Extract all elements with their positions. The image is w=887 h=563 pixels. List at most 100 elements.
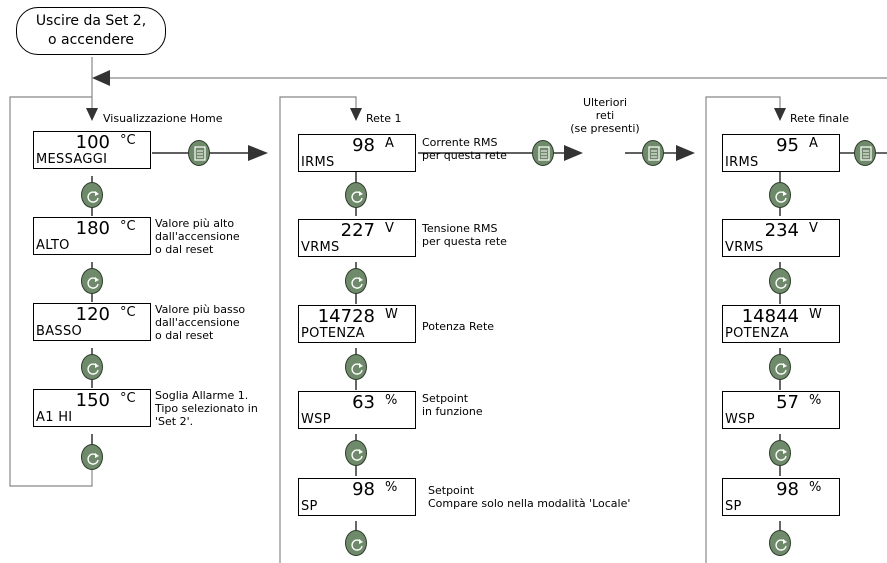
page-button[interactable]: [532, 140, 554, 166]
display-value: 14844: [741, 306, 799, 327]
display-home-messaggi: 100 °C MESSAGGI: [33, 131, 151, 169]
display-basso: 120 °C BASSO: [33, 303, 151, 341]
display-unit: °C: [120, 305, 136, 320]
scroll-button[interactable]: [769, 530, 791, 556]
display-unit: %: [385, 393, 398, 408]
note-potenza: Potenza Rete: [422, 320, 494, 333]
scroll-button[interactable]: [345, 440, 367, 466]
scroll-icon: [87, 453, 99, 465]
scroll-button[interactable]: [345, 268, 367, 294]
note-line: Compare solo nella modalità 'Locale': [428, 497, 631, 510]
page-icon: [194, 146, 206, 161]
display-a1-hi: 150 °C A1 HI: [33, 389, 151, 427]
display-value: 234: [764, 220, 799, 241]
display-value: 120: [75, 304, 110, 325]
display-retefinale-wsp: 57 % WSP: [722, 391, 840, 429]
scroll-icon: [87, 363, 99, 375]
display-rete1-potenza: 14728 W POTENZA: [298, 305, 416, 343]
start-line2: o accendere: [47, 32, 135, 48]
page-button[interactable]: [188, 140, 210, 166]
display-value: 63: [352, 392, 375, 413]
note-line: Valore più basso: [155, 303, 246, 316]
display-unit: °C: [120, 219, 136, 234]
scroll-icon: [351, 363, 363, 375]
start-box: Uscire da Set 2, o accendere: [16, 7, 166, 55]
note-line: per questa rete: [422, 149, 507, 162]
note-line: per questa rete: [422, 235, 507, 248]
note-sp: Setpoint Compare solo nella modalità 'Lo…: [428, 484, 630, 510]
scroll-icon: [775, 449, 787, 461]
scroll-icon: [775, 191, 787, 203]
note-line: Soglia Allarme 1.: [155, 389, 249, 402]
display-unit: W: [809, 307, 822, 322]
col2-header: Rete 1: [366, 112, 402, 125]
scroll-button[interactable]: [81, 354, 103, 380]
scroll-icon: [351, 539, 363, 551]
scroll-button[interactable]: [81, 182, 103, 208]
display-rete1-wsp: 63 % WSP: [298, 391, 416, 429]
scroll-button[interactable]: [769, 182, 791, 208]
display-name: BASSO: [36, 324, 83, 339]
further-networks-line3: (se presenti): [570, 122, 640, 135]
display-rete1-vrms: 227 V VRMS: [298, 219, 416, 257]
scroll-icon: [351, 191, 363, 203]
display-name: POTENZA: [301, 326, 365, 341]
display-value: 98: [352, 479, 375, 500]
scroll-icon: [351, 449, 363, 461]
display-unit: %: [809, 480, 822, 495]
display-value: 57: [776, 392, 799, 413]
display-alto: 180 °C ALTO: [33, 217, 151, 255]
col1-header: Visualizzazione Home: [103, 112, 223, 125]
display-value: 150: [75, 390, 110, 411]
display-name: MESSAGGI: [36, 152, 108, 167]
note-line: o dal reset: [155, 329, 214, 342]
note-line: 'Set 2'.: [155, 415, 194, 428]
page-button[interactable]: [642, 140, 664, 166]
note-line: o dal reset: [155, 243, 214, 256]
note-vrms: Tensione RMS per questa rete: [422, 222, 507, 248]
display-unit: W: [385, 307, 398, 322]
note-line: Potenza Rete: [422, 320, 495, 333]
scroll-button[interactable]: [345, 530, 367, 556]
display-value: 98: [352, 135, 375, 156]
display-value: 14728: [317, 306, 375, 327]
display-name: SP: [725, 499, 742, 514]
note-line: dall'accensione: [155, 230, 240, 243]
display-name: VRMS: [301, 240, 340, 255]
note-line: Tipo selezionato in: [155, 402, 258, 415]
scroll-icon: [775, 363, 787, 375]
further-networks-line2: reti: [595, 109, 615, 122]
display-unit: °C: [120, 391, 136, 406]
scroll-button[interactable]: [81, 268, 103, 294]
scroll-icon: [87, 191, 99, 203]
note-line: Setpoint: [422, 392, 469, 405]
display-name: A1 HI: [36, 410, 73, 425]
display-name: POTENZA: [725, 326, 789, 341]
display-unit: °C: [120, 133, 136, 148]
display-unit: A: [809, 136, 818, 151]
display-value: 180: [75, 218, 110, 239]
display-value: 98: [776, 479, 799, 500]
note-a1-hi: Soglia Allarme 1. Tipo selezionato in 'S…: [155, 389, 258, 428]
note-line: Valore più alto: [155, 217, 235, 230]
page-icon: [538, 146, 550, 161]
page-icon: [648, 146, 660, 161]
scroll-button[interactable]: [769, 440, 791, 466]
scroll-button[interactable]: [769, 268, 791, 294]
scroll-icon: [775, 277, 787, 289]
display-name: ALTO: [36, 238, 70, 253]
scroll-button[interactable]: [345, 182, 367, 208]
scroll-icon: [87, 277, 99, 289]
display-name: SP: [301, 499, 318, 514]
display-name: VRMS: [725, 240, 764, 255]
scroll-button[interactable]: [81, 444, 103, 470]
display-unit: %: [809, 393, 822, 408]
display-retefinale-sp: 98 % SP: [722, 478, 840, 516]
display-name: IRMS: [301, 155, 335, 170]
scroll-button[interactable]: [769, 354, 791, 380]
note-wsp: Setpoint in funzione: [422, 392, 483, 418]
note-line: in funzione: [422, 405, 483, 418]
scroll-button[interactable]: [345, 354, 367, 380]
page-button[interactable]: [854, 140, 876, 166]
display-unit: %: [385, 480, 398, 495]
